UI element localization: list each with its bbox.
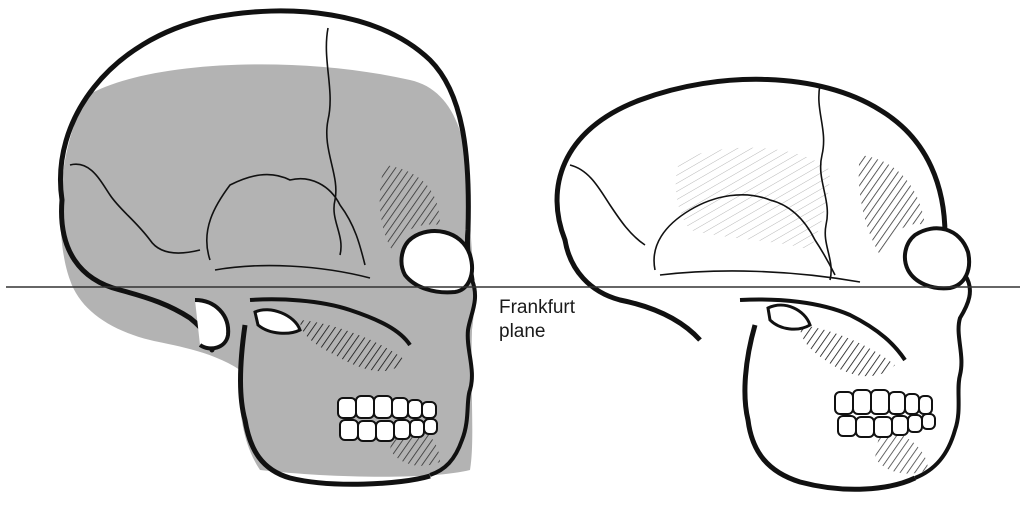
right-face-profile [915,275,970,478]
right-lambdoid-suture [570,165,645,245]
right-orbit [905,228,969,288]
right-temporal-hatch [676,148,830,250]
right-lower-teeth [838,414,935,437]
right-skull [557,79,970,489]
frankfurt-plane-label-line2: plane [499,320,575,344]
left-orbit [401,231,472,292]
frankfurt-plane-label-line1: Frankfurt [499,296,575,320]
right-occiput-outline [565,240,700,340]
left-skull [60,11,475,484]
right-upper-teeth [835,390,932,414]
right-jaw-notch [768,305,810,329]
frankfurt-plane-label: Frankfurt plane [497,296,577,344]
